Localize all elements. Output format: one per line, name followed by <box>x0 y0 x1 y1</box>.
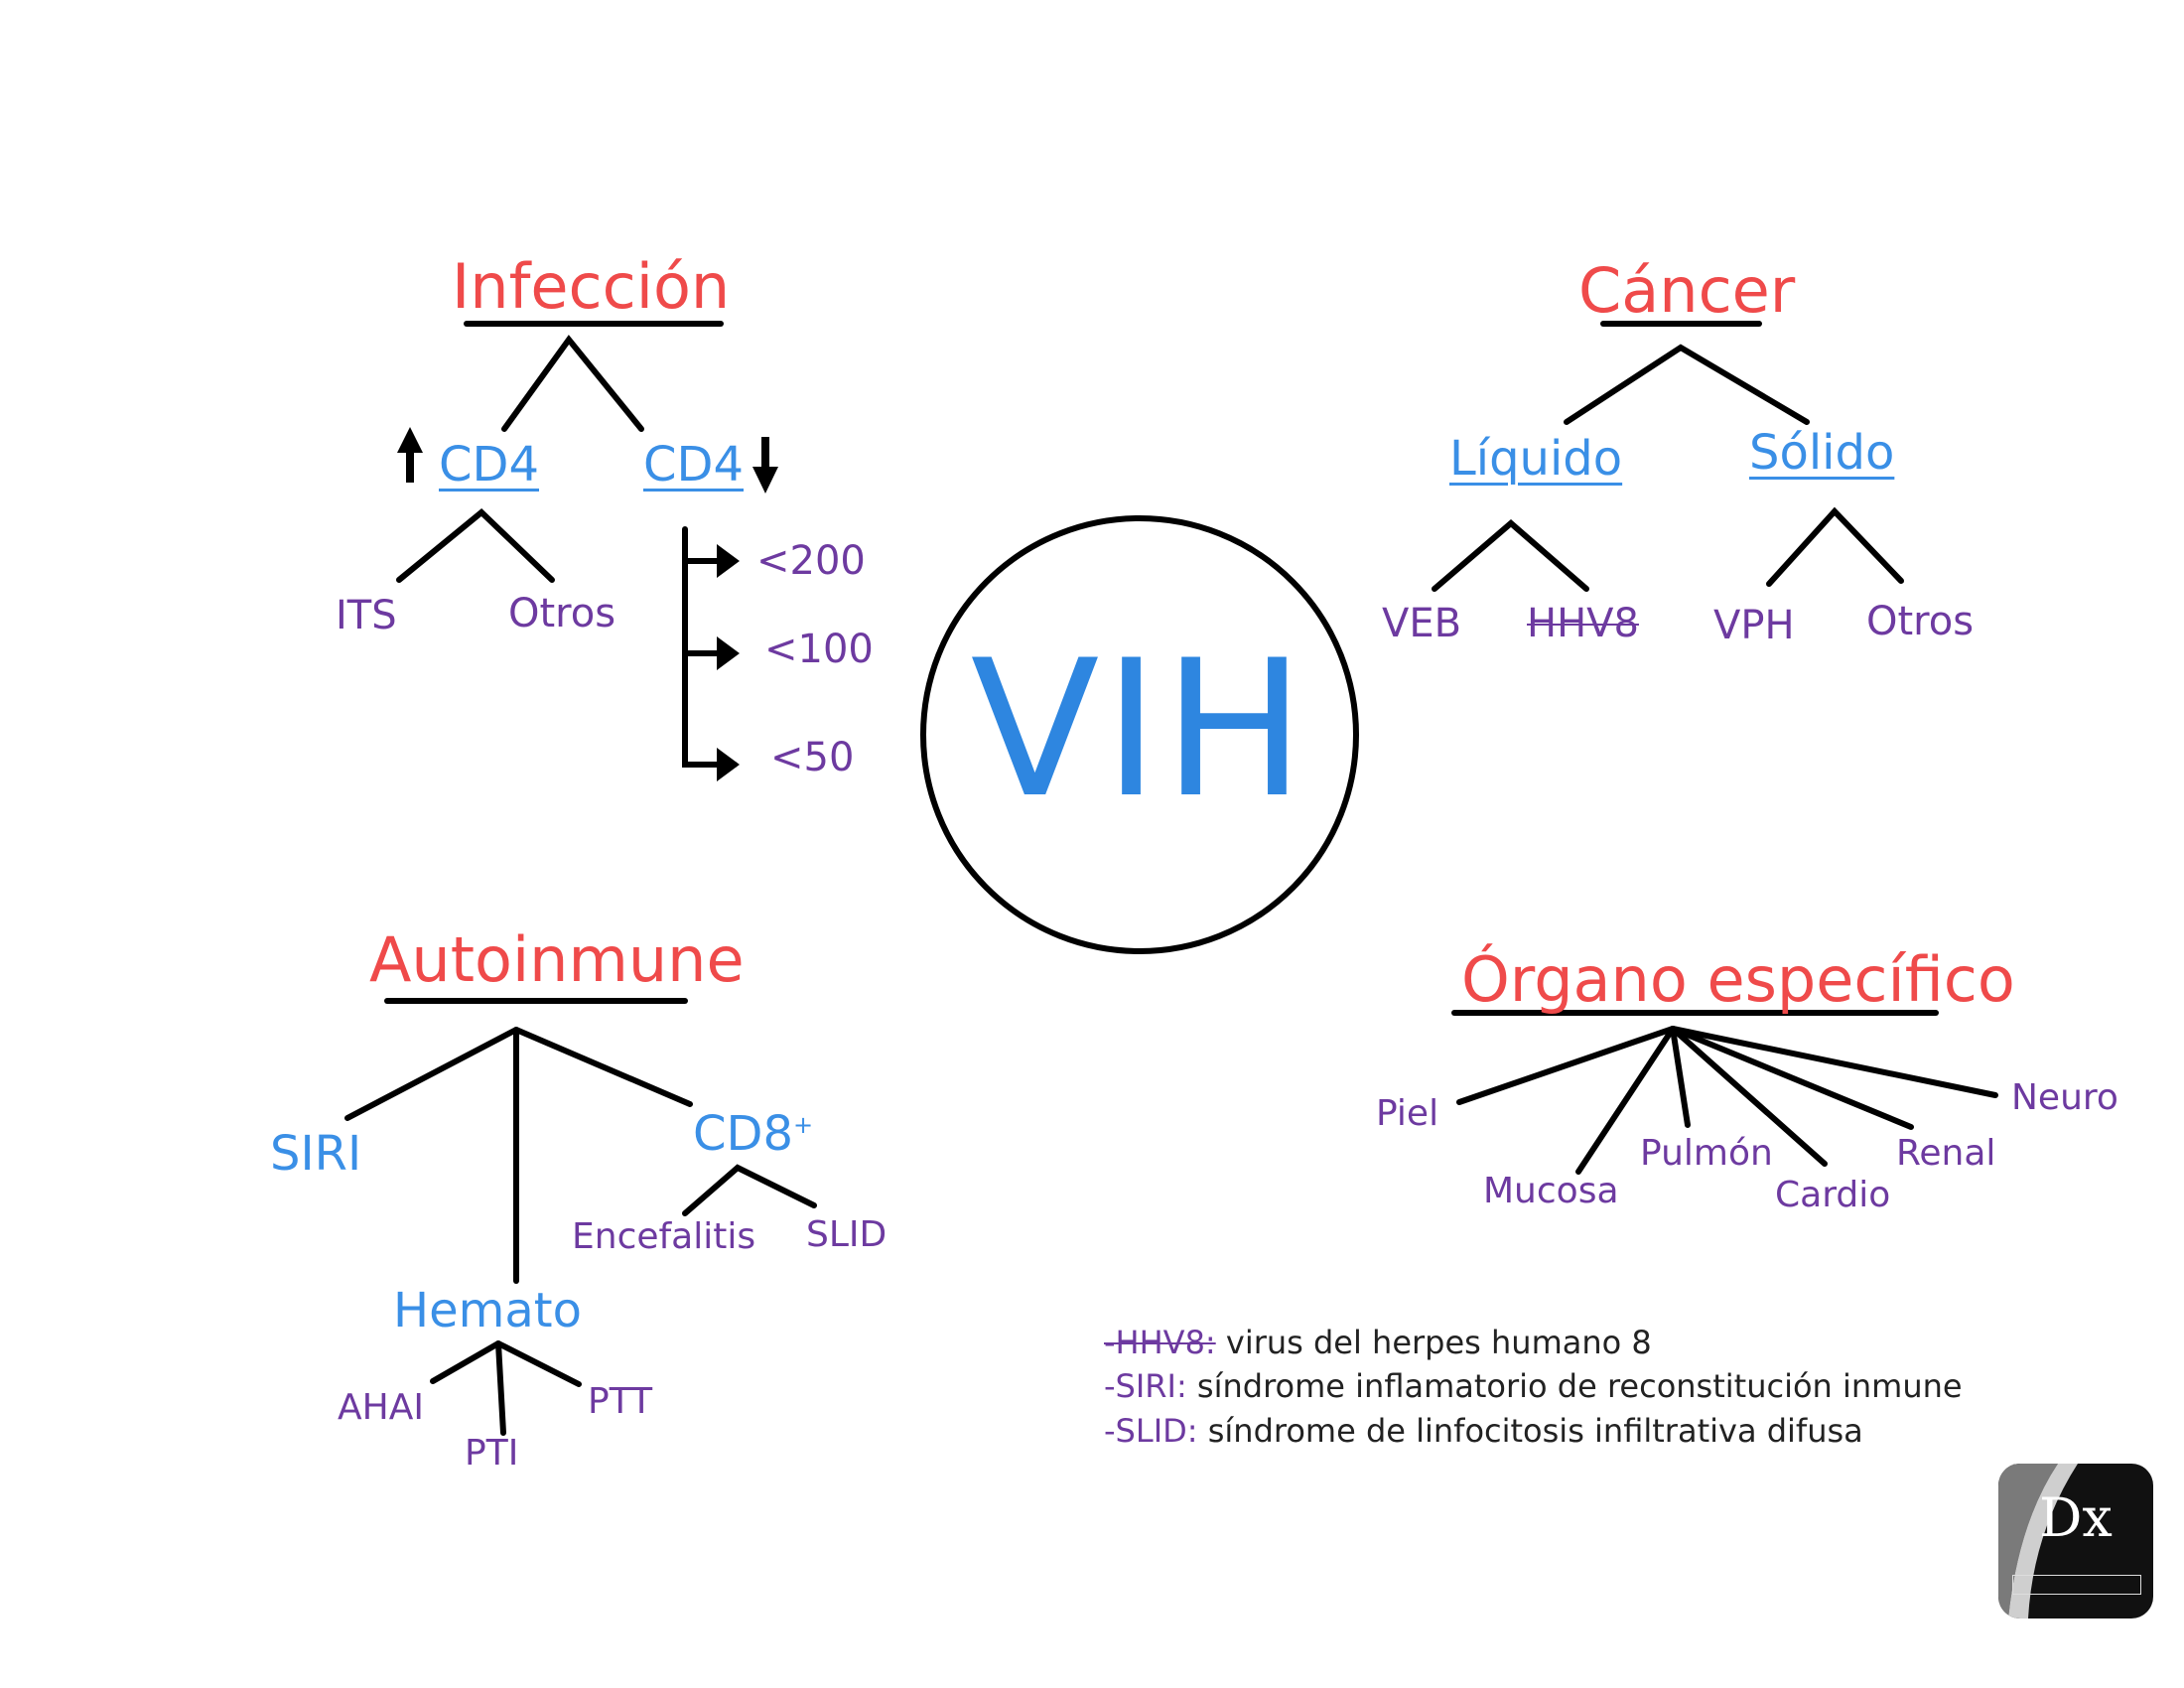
infeccion-title: Infección <box>452 250 731 323</box>
renal-label: Renal <box>1896 1133 1996 1174</box>
infeccion-branch <box>501 335 644 432</box>
ptt-label: PTT <box>588 1381 653 1422</box>
cd4-low-label: CD4 <box>643 437 745 492</box>
center-circle <box>920 515 1359 954</box>
organo-title: Órgano específico <box>1461 943 2015 1016</box>
hhv8-label: HHV8 <box>1527 601 1639 646</box>
mucosa-label: Mucosa <box>1483 1171 1619 1211</box>
organo-cardio <box>1670 1026 1828 1167</box>
its-label: ITS <box>336 593 397 638</box>
piel-label: Piel <box>1376 1093 1439 1134</box>
cardio-label: Cardio <box>1775 1175 1891 1215</box>
hemato-left <box>430 1340 501 1384</box>
legend-siri-text: síndrome inflamatorio de reconstitución … <box>1186 1367 1963 1405</box>
cancer-title: Cáncer <box>1578 254 1796 327</box>
cd8-branch <box>682 1164 817 1216</box>
siri-label: SIRI <box>270 1126 362 1182</box>
hemato-center <box>495 1340 506 1436</box>
solido-label: Sólido <box>1749 425 1895 481</box>
autoinmune-title: Autoinmune <box>369 923 745 996</box>
vph-label: VPH <box>1713 603 1795 648</box>
cd8-superscript: + <box>793 1111 814 1139</box>
center-label: VIH <box>970 620 1309 839</box>
pti-label: PTI <box>465 1433 519 1474</box>
logo-swoosh <box>1998 1464 2078 1618</box>
veb-label: VEB <box>1382 601 1462 646</box>
pulmon-label: Pulmón <box>1640 1133 1773 1174</box>
autoinmune-left <box>344 1027 519 1121</box>
legend-hhv8: -HHV8: virus del herpes humano 8 <box>1104 1327 1652 1358</box>
legend-hhv8-text: virus del herpes humano 8 <box>1215 1324 1652 1361</box>
threshold-50-label: <50 <box>770 735 855 780</box>
otros-cancer-label: Otros <box>1866 599 1975 644</box>
cd4-high-label: CD4 <box>439 437 540 492</box>
liquido-branch <box>1432 519 1589 592</box>
encefalitis-label: Encefalitis <box>572 1216 756 1257</box>
organo-neuro <box>1670 1026 1998 1098</box>
arrow-right-50-icon <box>717 748 740 781</box>
arrow-right-100-icon <box>717 636 740 670</box>
arrow-right-200-icon <box>717 544 740 578</box>
hemato-right <box>495 1340 582 1387</box>
cancer-branch <box>1564 344 1810 425</box>
legend-siri-key: -SIRI: <box>1104 1367 1187 1405</box>
cd8-text: CD8 <box>693 1106 794 1162</box>
solido-branch <box>1766 506 1904 587</box>
legend-siri: -SIRI: síndrome inflamatorio de reconsti… <box>1104 1370 1963 1402</box>
liquido-label: Líquido <box>1449 431 1623 487</box>
organo-pulmon <box>1670 1026 1691 1128</box>
threshold-100-label: <100 <box>764 627 874 672</box>
arrow-up-icon <box>397 427 423 483</box>
legend-slid: -SLID: síndrome de linfocitosis infiltra… <box>1104 1415 1863 1447</box>
neuro-label: Neuro <box>2011 1077 2118 1118</box>
organo-mucosa <box>1575 1026 1676 1175</box>
ahai-label: AHAI <box>338 1387 424 1428</box>
organo-piel <box>1456 1026 1676 1105</box>
cd8-label: CD8+ <box>693 1110 813 1158</box>
legend-slid-text: síndrome de linfocitosis infiltrativa di… <box>1197 1412 1863 1450</box>
legend-hhv8-key: -HHV8: <box>1104 1324 1216 1361</box>
threshold-200-label: <200 <box>756 538 866 584</box>
slid-label: SLID <box>806 1214 887 1255</box>
hemato-label: Hemato <box>393 1283 582 1338</box>
organo-renal <box>1670 1026 1914 1130</box>
logo-text: Dx <box>2039 1486 2113 1549</box>
arrow-down-icon <box>752 437 778 493</box>
legend-slid-key: -SLID: <box>1104 1412 1198 1450</box>
logo-tagline-box <box>2012 1575 2141 1595</box>
cd4-high-branch <box>396 507 555 583</box>
autoinmune-right <box>513 1027 693 1107</box>
dx-logo: Dx <box>1998 1464 2153 1618</box>
otros-infeccion-label: Otros <box>508 591 616 636</box>
